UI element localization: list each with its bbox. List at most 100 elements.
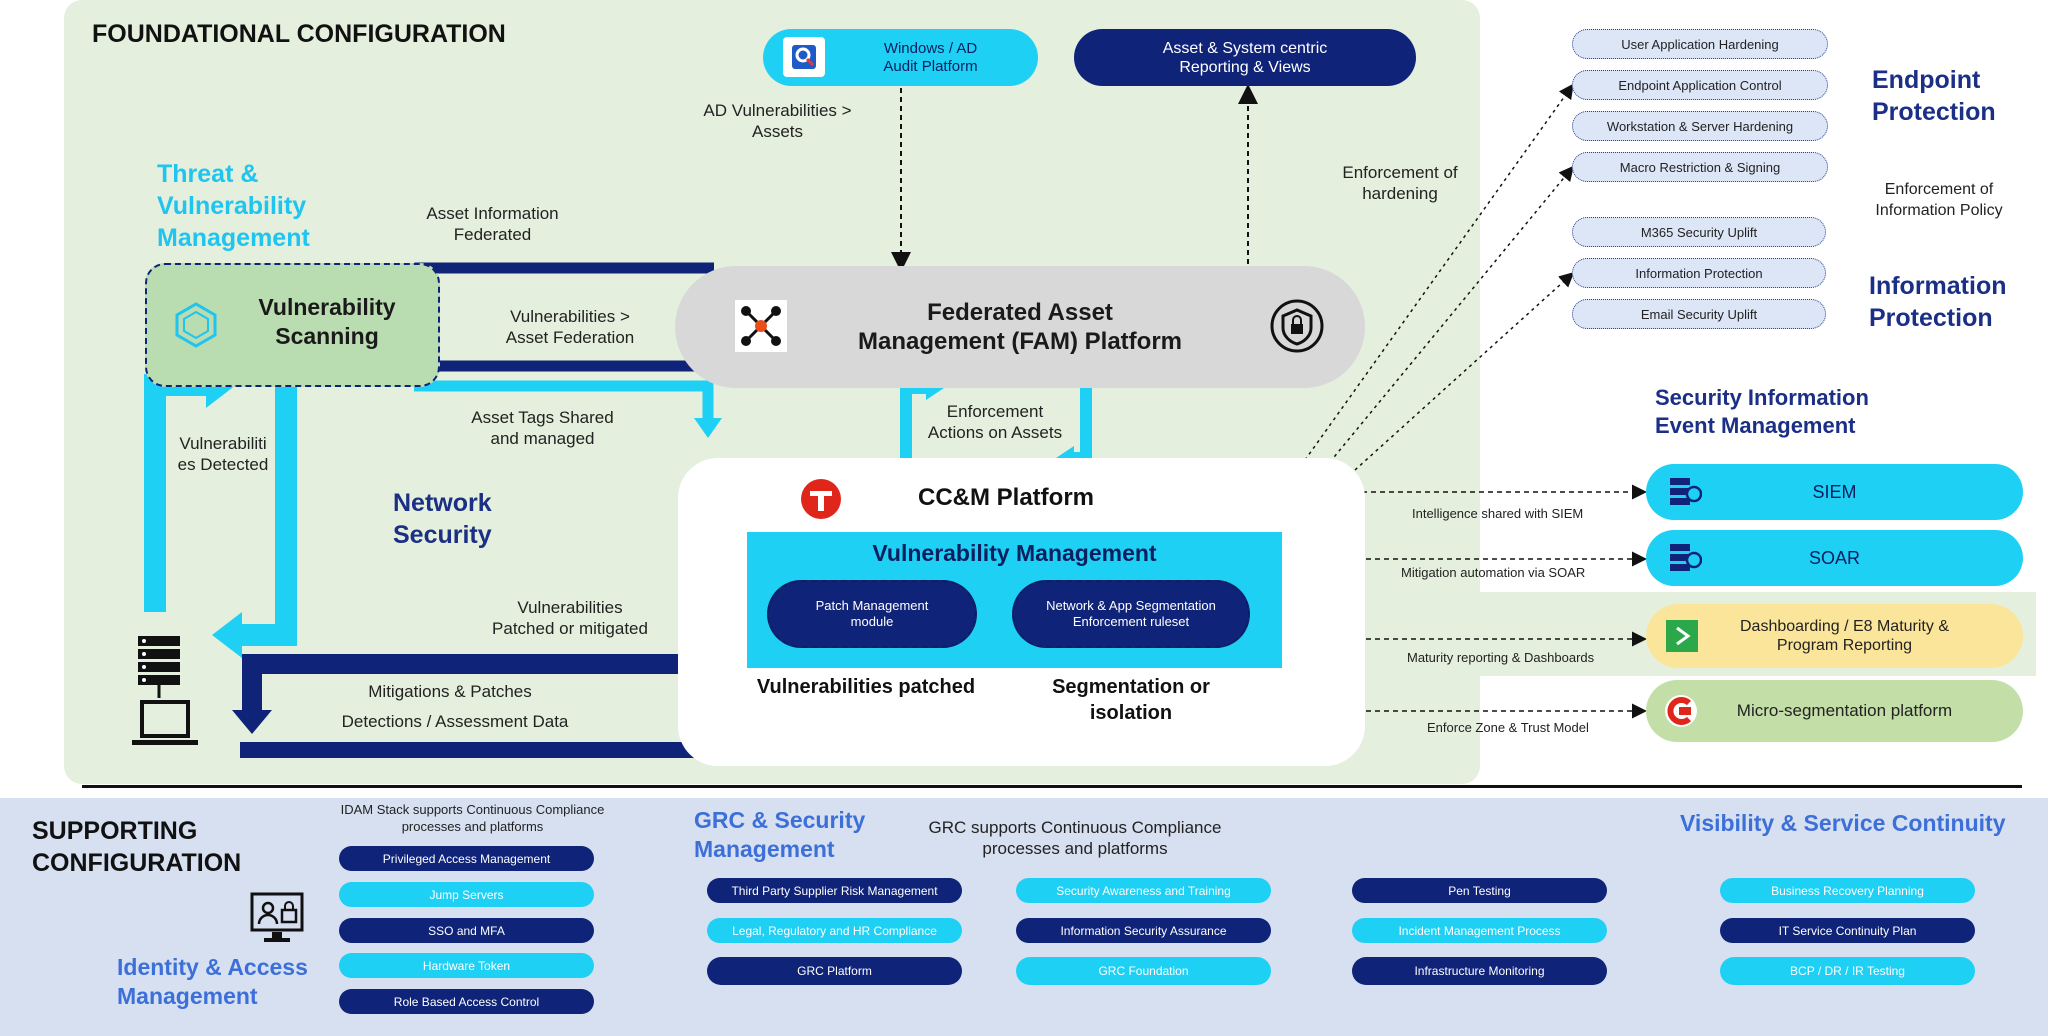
mitigations-arrowhead (232, 710, 272, 734)
tvm-title: Threat & Vulnerability Management (157, 160, 310, 252)
dashboarding-label: Dashboarding / E8 Maturity & Program Rep… (1740, 618, 1949, 654)
siem-platform[interactable]: SIEM (1646, 464, 2023, 520)
enforcement-hardening-label: Enforcement of hardening (1342, 163, 1458, 203)
hexagon-scan-icon (173, 301, 219, 354)
vis-item-2[interactable]: IT Service Continuity Plan (1720, 918, 1975, 943)
audit-platform-icon (783, 37, 825, 77)
grc-col2-item-1[interactable]: Security Awareness and Training (1016, 878, 1271, 903)
idam-item-3[interactable]: SSO and MFA (339, 918, 594, 943)
visibility-title: Visibility & Service Continuity (1680, 810, 2006, 836)
mitigations-arrow (242, 654, 696, 712)
idam-monitor-icon (250, 892, 308, 949)
grc-col1-item-1[interactable]: Third Party Supplier Risk Management (707, 878, 962, 903)
windows-ad-label: Windows / AD Audit Platform (883, 39, 978, 75)
grc-col3-item-2[interactable]: Incident Management Process (1352, 918, 1607, 943)
asset-tags-arrowhead (694, 418, 722, 438)
info-item-2[interactable]: Information Protection (1572, 258, 1826, 288)
segmentation-module-label: Network & App Segmentation Enforcement r… (1046, 598, 1216, 629)
supporting-title: SUPPORTING CONFIGURATION (32, 817, 242, 877)
detections-label: Detections / Assessment Data (341, 712, 569, 731)
ccm-logo-icon (798, 476, 844, 522)
endpoint-item-3[interactable]: Workstation & Server Hardening (1572, 111, 1828, 141)
soar-icon (1668, 542, 1703, 579)
idam-title: Identity & Access Management (117, 954, 308, 1009)
soar-arrow-label: Mitigation automation via SOAR (1401, 565, 1586, 580)
shield-lock-icon (1269, 298, 1325, 359)
info-item-3[interactable]: Email Security Uplift (1572, 299, 1826, 329)
idam-item-5[interactable]: Role Based Access Control (339, 989, 594, 1014)
vis-item-3[interactable]: BCP / DR / IR Testing (1720, 957, 1975, 985)
server-laptop-icon (128, 634, 210, 755)
foundational-title: FOUNDATIONAL CONFIGURATION (92, 20, 506, 48)
idam-item-2[interactable]: Jump Servers (339, 882, 594, 907)
grc-col1-item-2[interactable]: Legal, Regulatory and HR Compliance (707, 918, 962, 943)
vis-item-1[interactable]: Business Recovery Planning (1720, 878, 1975, 903)
asset-tags-arrow (414, 380, 714, 418)
vuln-patched-label: Vulnerabilities patched (756, 676, 976, 698)
siem-section-title: Security Information Event Management (1655, 385, 1869, 438)
network-security-title: Network Security (393, 489, 492, 549)
grc-note: GRC supports Continuous Compliance proce… (928, 818, 1222, 858)
endpoint-protection-title: Endpoint Protection (1872, 66, 1996, 126)
idam-item-1[interactable]: Privileged Access Management (339, 846, 594, 871)
hardening-arrow-2 (1329, 165, 1574, 463)
microsegmentation-label: Micro-segmentation platform (1736, 701, 1953, 720)
asset-information-label: Asset Information Federated (426, 204, 559, 244)
microseg-arrow-label: Enforce Zone & Trust Model (1427, 720, 1589, 735)
idam-item-4[interactable]: Hardware Token (339, 953, 594, 978)
dashboard-icon (1666, 620, 1698, 657)
mitigations-patches-label: Mitigations & Patches (368, 682, 532, 701)
dashboard-arrow-label: Maturity reporting & Dashboards (1407, 650, 1595, 665)
vulns-detected-down-arrow (238, 380, 297, 646)
asset-info-federated-arrow (414, 262, 714, 296)
vuln-patched-mitigated-label: Vulnerabilities Patched or mitigated (492, 598, 648, 638)
grc-col2-item-3[interactable]: GRC Foundation (1016, 957, 1271, 985)
fam-platform[interactable]: Federated Asset Management (FAM) Platfor… (675, 266, 1365, 388)
enforcement-up-arrow (900, 382, 930, 458)
information-protection-title: Information Protection (1869, 272, 2007, 332)
soar-platform[interactable]: SOAR (1646, 530, 2023, 586)
endpoint-item-1[interactable]: User Application Hardening (1572, 29, 1828, 59)
microsegmentation-platform[interactable]: Micro-segmentation platform (1646, 680, 2023, 742)
hardening-arrow-1 (1304, 83, 1574, 461)
info-policy-label: Enforcement of Information Policy (1875, 181, 2003, 219)
endpoint-item-4[interactable]: Macro Restriction & Signing (1572, 152, 1828, 182)
ccm-platform[interactable]: CC&M Platform Vulnerability Management P… (678, 458, 1365, 766)
soar-label: SOAR (1808, 547, 1860, 568)
vulns-detected-down-arrowhead (212, 612, 242, 658)
dashboarding-platform[interactable]: Dashboarding / E8 Maturity & Program Rep… (1646, 604, 2023, 668)
vulnerability-management-box[interactable]: Vulnerability Management Patch Managemen… (747, 532, 1282, 668)
vulnerability-scanning-label: Vulnerability Scanning (258, 294, 396, 349)
reporting-label: Asset & System centric Reporting & Views (1162, 39, 1328, 76)
grc-col2-item-2[interactable]: Information Security Assurance (1016, 918, 1271, 943)
vulnerability-scanning-box[interactable]: Vulnerability Scanning (145, 263, 440, 387)
grc-col3-item-1[interactable]: Pen Testing (1352, 878, 1607, 903)
fam-network-icon (735, 300, 787, 352)
microsegmentation-icon (1664, 694, 1698, 733)
patch-management-module[interactable]: Patch Management module (767, 580, 977, 648)
vm-title: Vulnerability Management (872, 540, 1157, 566)
endpoint-item-2[interactable]: Endpoint Application Control (1572, 70, 1828, 100)
asset-tags-label: Asset Tags Shared and managed (471, 408, 614, 448)
section-divider (82, 785, 2022, 788)
grc-col1-item-3[interactable]: GRC Platform (707, 957, 962, 985)
info-item-1[interactable]: M365 Security Uplift (1572, 217, 1826, 247)
grc-col3-item-3[interactable]: Infrastructure Monitoring (1352, 957, 1607, 985)
enforcement-actions-label: Enforcement Actions on Assets (927, 402, 1063, 442)
patch-management-label: Patch Management module (815, 598, 929, 629)
segmentation-isolation-label: Segmentation or isolation (1052, 676, 1210, 724)
reporting-views-box[interactable]: Asset & System centric Reporting & Views (1074, 29, 1416, 86)
info-policy-arrow (1354, 271, 1575, 471)
ccm-title: CC&M Platform (918, 484, 1095, 511)
grc-title: GRC & Security Management (694, 807, 866, 862)
idam-note: IDAM Stack supports Continuous Complianc… (340, 802, 605, 834)
vulns-detected-up-arrow (144, 374, 210, 612)
windows-ad-audit-box[interactable]: Windows / AD Audit Platform (763, 29, 1038, 86)
siem-arrow-label: Intelligence shared with SIEM (1412, 506, 1584, 521)
ad-vulnerabilities-label: AD Vulnerabilities > Assets (703, 101, 852, 141)
segmentation-module[interactable]: Network & App Segmentation Enforcement r… (1012, 580, 1250, 648)
siem-icon (1668, 476, 1703, 513)
vuln-asset-federation-label: Vulnerabilities > Asset Federation (505, 307, 635, 347)
siem-label: SIEM (1812, 481, 1857, 502)
